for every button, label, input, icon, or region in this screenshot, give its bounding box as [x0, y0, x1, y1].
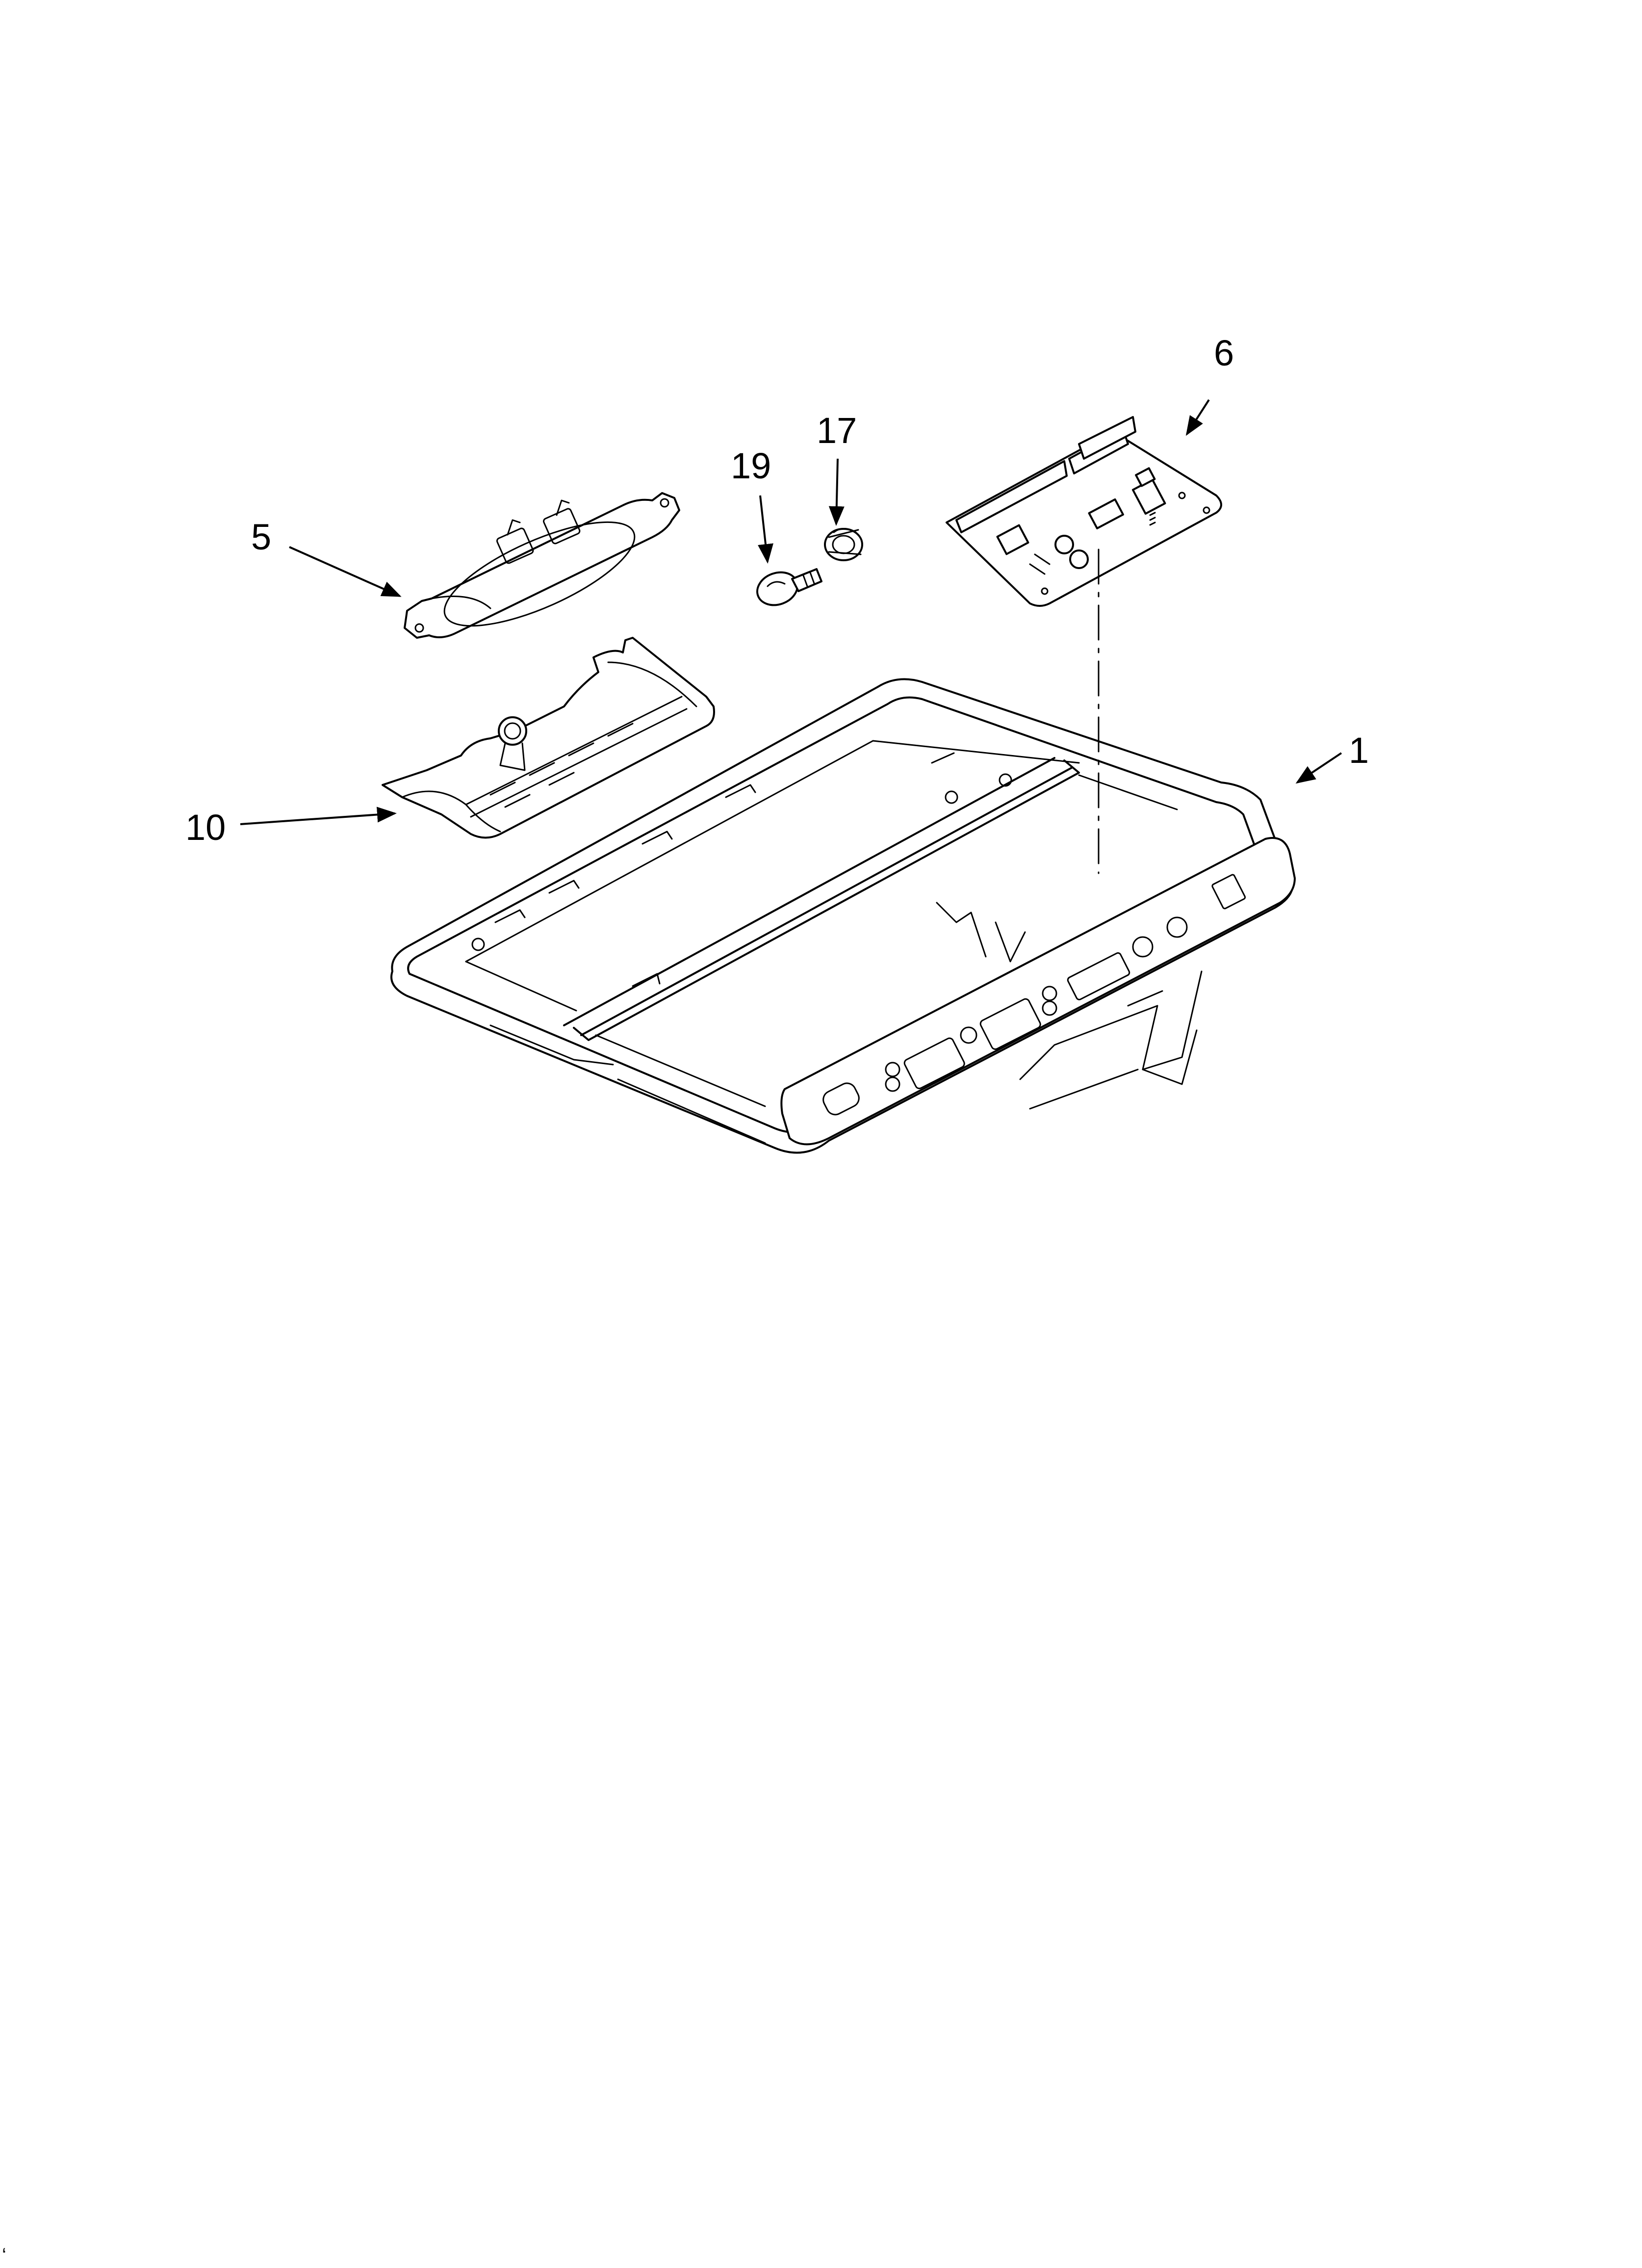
callout-6: 6: [1214, 333, 1234, 373]
corner-mark: ‘: [2, 2244, 6, 2266]
callout-1: 1: [1349, 730, 1369, 771]
leader-line-10: [240, 807, 397, 825]
control-board: [946, 416, 1222, 607]
lamp-socket: [824, 528, 863, 561]
callout-5: 5: [251, 517, 271, 557]
lamp-bracket: [382, 637, 715, 839]
callout-17: 17: [817, 410, 857, 451]
light-bulb: [756, 568, 822, 606]
leader-line-1: [1295, 752, 1342, 784]
leader-line-5: [289, 546, 402, 597]
callout-10: 10: [185, 807, 226, 848]
leader-line-19: [758, 495, 773, 564]
leader-line-17: [828, 458, 845, 526]
control-panel-frame: [390, 678, 1296, 1154]
callout-19: 19: [731, 445, 771, 486]
lamp-housing: [404, 492, 680, 639]
leader-line-6: [1185, 399, 1210, 436]
